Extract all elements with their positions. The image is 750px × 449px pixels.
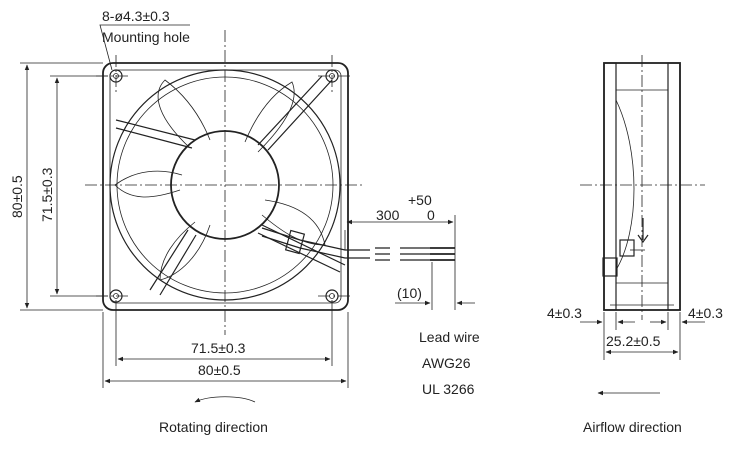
side-view bbox=[580, 55, 705, 320]
lead-wire-bundle bbox=[261, 227, 455, 261]
front-view bbox=[85, 30, 455, 335]
strip-length: (10) bbox=[397, 285, 422, 301]
airflow-direction-label: Airflow direction bbox=[583, 419, 682, 435]
ul-label: UL 3266 bbox=[422, 381, 475, 397]
pitch-height-label: 71.5±0.3 bbox=[39, 167, 55, 222]
side-dimensions: 4±0.3 4±0.3 25.2±0.5 Airflow direction bbox=[547, 305, 723, 435]
rotating-direction-label: Rotating direction bbox=[159, 419, 268, 435]
fan-frame bbox=[102, 62, 349, 311]
rotation-arrow bbox=[194, 396, 256, 403]
front-dimensions: 8-ø4.3±0.3 Mounting hole 80±0.5 71.5±0.3… bbox=[9, 8, 349, 435]
lead-wire-label: Lead wire bbox=[419, 329, 480, 345]
outer-height-label: 80±0.5 bbox=[9, 175, 25, 218]
wire-tol-plus: +50 bbox=[408, 192, 432, 208]
wire-length: 300 bbox=[376, 207, 400, 223]
pitch-width-label: 71.5±0.3 bbox=[191, 340, 246, 356]
depth-label: 25.2±0.5 bbox=[606, 333, 661, 349]
flange-right-label: 4±0.3 bbox=[688, 305, 723, 321]
mounting-hole-label: Mounting hole bbox=[102, 29, 190, 45]
wire-tol-zero: 0 bbox=[427, 207, 435, 223]
hole-dim-label: 8-ø4.3±0.3 bbox=[102, 8, 170, 24]
outer-width-label: 80±0.5 bbox=[198, 362, 241, 378]
flange-left-label: 4±0.3 bbox=[547, 305, 582, 321]
wire-dimensions: +50 300 0 (10) Lead wire AWG26 UL 3266 bbox=[344, 192, 480, 397]
frame-spokes bbox=[115, 75, 346, 296]
awg-label: AWG26 bbox=[422, 355, 471, 371]
